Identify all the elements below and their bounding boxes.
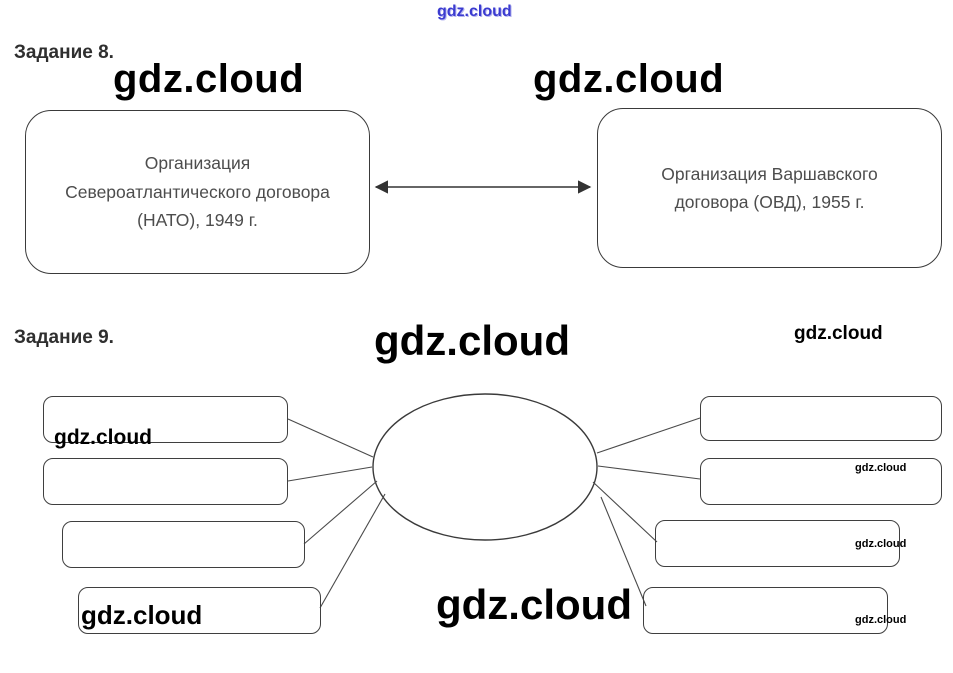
answer-slot-left-3 — [62, 521, 305, 568]
ovd-box: Организация Варшавского договора (ОВД), … — [597, 108, 942, 268]
connector-line-right-2 — [597, 465, 701, 480]
answer-slot-right-2 — [700, 458, 942, 505]
nato-box: Организация Североатлантического договор… — [25, 110, 370, 274]
watermark-right-slot-3: gdz.cloud — [855, 538, 907, 550]
task8-label: Задание 8. — [14, 42, 114, 63]
answer-slot-left-1 — [43, 396, 288, 443]
task9-label: Задание 9. — [14, 327, 114, 348]
watermark-bottom-left: gdz.cloud — [81, 600, 203, 630]
watermark-bottom-center: gdz.cloud — [436, 581, 632, 628]
connector-line-right-4 — [600, 496, 647, 607]
connector-line-right-3 — [592, 481, 658, 543]
watermark-task9-right: gdz.cloud — [794, 323, 883, 344]
watermark-right-slot-2: gdz.cloud — [855, 462, 907, 474]
answer-slot-right-1 — [700, 396, 942, 441]
connector-line-left-4 — [319, 493, 386, 609]
nato-box-text: Организация Североатлантического договор… — [65, 153, 330, 231]
watermark-task8-right: gdz.cloud — [533, 57, 725, 101]
watermark-right-slot-4: gdz.cloud — [855, 614, 907, 626]
connector-line-right-1 — [596, 417, 701, 454]
answer-slot-left-2 — [43, 458, 288, 505]
watermark-task9-center: gdz.cloud — [374, 317, 570, 364]
watermark-left-slot: gdz.cloud — [54, 426, 152, 449]
connector-line-left-3 — [303, 480, 378, 545]
connector-line-left-1 — [287, 418, 374, 458]
watermark-top: gdz.cloud — [437, 3, 512, 20]
ovd-box-text: Организация Варшавского договора (ОВД), … — [661, 163, 878, 212]
answer-slot-left-4 — [78, 587, 321, 634]
answer-slot-right-4 — [643, 587, 888, 634]
central-ellipse — [372, 393, 598, 541]
watermark-task8-left: gdz.cloud — [113, 57, 305, 101]
connector-line-left-2 — [287, 466, 373, 482]
answer-slot-right-3 — [655, 520, 900, 567]
